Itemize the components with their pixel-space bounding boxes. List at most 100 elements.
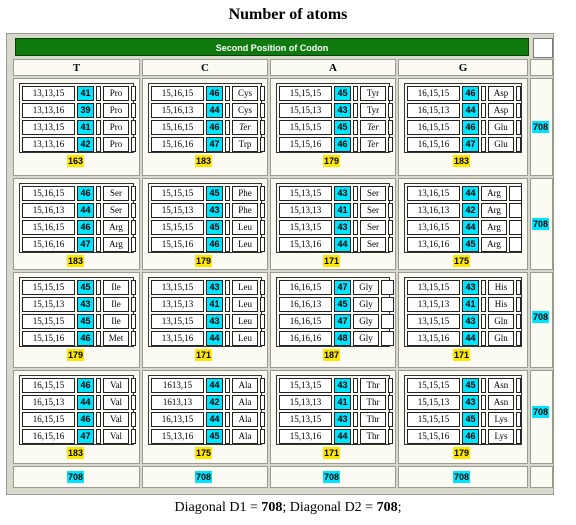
row-stub <box>353 203 358 218</box>
amino-acid: Val <box>103 429 129 444</box>
atom-count: 46 <box>77 378 94 393</box>
atom-triplet: 15,16,16 <box>22 237 75 252</box>
row-stub <box>260 331 265 346</box>
column-total-cell: 708 <box>13 466 140 488</box>
atom-count: 46 <box>462 120 479 135</box>
row-stub <box>353 395 358 410</box>
row-stub <box>388 203 393 218</box>
row-stub <box>260 280 265 295</box>
row-stub <box>481 137 486 152</box>
atom-triplet: 15,15,15 <box>151 186 204 201</box>
atom-triplet: 13,15,15 <box>407 314 460 329</box>
atom-count: 47 <box>206 137 223 152</box>
diagonal-summary: Diagonal D1 = 708; Diagonal D2 = 708; <box>0 500 576 516</box>
row-stub <box>353 429 358 444</box>
amino-acid: Val <box>103 412 129 427</box>
row-stub <box>516 297 521 312</box>
column-header-blank <box>530 59 553 76</box>
column-header-t: T <box>13 59 140 76</box>
atom-count: 47 <box>334 314 351 329</box>
amino-acid: Ile <box>103 297 129 312</box>
row-stub <box>516 280 521 295</box>
row-stub <box>225 137 230 152</box>
amino-acid: Pro <box>103 120 129 135</box>
atom-count: 47 <box>334 280 351 295</box>
amino-acid: Met <box>103 331 129 346</box>
row-stub <box>388 86 393 101</box>
page-title: Number of atoms <box>228 6 348 23</box>
amino-acid: Ser <box>360 186 386 201</box>
row-stub <box>353 86 358 101</box>
atom-triplet: 15,16,16 <box>151 137 204 152</box>
atom-triplet: 15,16,15 <box>151 86 204 101</box>
row-stub <box>260 86 265 101</box>
atom-count: 45 <box>77 280 94 295</box>
row-stub <box>96 378 101 393</box>
atom-triplet: 15,16,15 <box>151 120 204 135</box>
atom-triplet: 15,15,13 <box>22 297 75 312</box>
corner-cell <box>533 38 553 58</box>
amino-acid: Thr <box>360 395 386 410</box>
amino-acid: Asn <box>488 378 514 393</box>
atom-triplet: 16,15,15 <box>407 120 460 135</box>
atom-count: 43 <box>206 280 223 295</box>
atom-triplet: 13,15,16 <box>407 331 460 346</box>
codon-sum: 183 <box>67 255 85 267</box>
atom-count: 47 <box>77 237 94 252</box>
atom-triplet: 16,16,15 <box>279 280 332 295</box>
row-stub <box>260 203 265 218</box>
row-stub <box>388 137 393 152</box>
atom-count: 42 <box>462 203 479 218</box>
codon-sum: 171 <box>195 349 213 361</box>
amino-acid: Ala <box>232 412 258 427</box>
row-stub <box>225 237 230 252</box>
atom-triplet: 13,13,16 <box>22 103 75 118</box>
atom-triplet: 16,15,15 <box>22 412 75 427</box>
atom-triplet: 16,13,15 <box>151 412 204 427</box>
amino-acid: Arg <box>103 237 129 252</box>
codon-sum: 179 <box>323 155 341 167</box>
row-total: 708 <box>532 406 550 418</box>
amino-acid: Leu <box>232 331 258 346</box>
column-total-cell: 708 <box>398 466 528 488</box>
row-stub <box>509 203 522 218</box>
amino-acid: Arg <box>103 220 129 235</box>
column-total: 708 <box>453 471 471 483</box>
amino-acid: Ala <box>232 429 258 444</box>
atom-count: 44 <box>206 103 223 118</box>
amino-acid: Leu <box>232 280 258 295</box>
codon-sum: 175 <box>195 447 213 459</box>
row-stub <box>353 137 358 152</box>
amino-acid: Glu <box>488 120 514 135</box>
column-total-cell: 708 <box>270 466 396 488</box>
atom-count: 46 <box>77 412 94 427</box>
atom-triplet: 13,13,16 <box>22 137 75 152</box>
amino-acid: Thr <box>360 412 386 427</box>
row-stub <box>131 280 136 295</box>
atom-triplet: 13,15,16 <box>151 331 204 346</box>
row-stub <box>388 395 393 410</box>
row-stub <box>131 429 136 444</box>
